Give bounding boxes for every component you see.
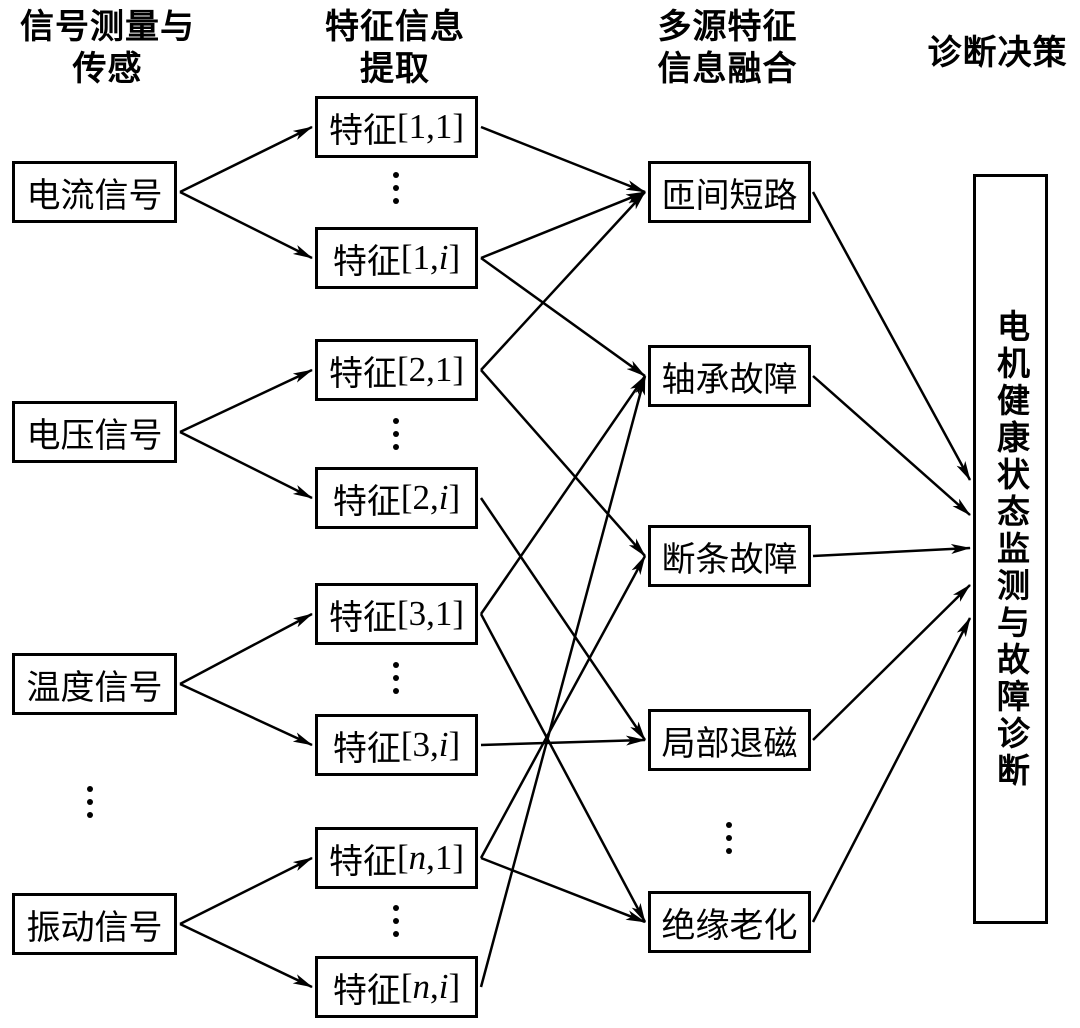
- arrow-signal-3-feature-7: [179, 922, 313, 989]
- fault-interturn-short: 匝间短路: [648, 161, 811, 223]
- feature-box-1-1: 特征[1,1]: [315, 96, 478, 158]
- arrow-feature-4-fault-4: [479, 613, 647, 923]
- decision-box: 电机健康状态监测与故障诊断: [973, 174, 1048, 924]
- header-signals: 信号测量与 传感: [20, 7, 195, 89]
- feature-ellipsis-3: [386, 662, 406, 694]
- fault-broken-bar: 断条故障: [648, 525, 811, 587]
- arrow-fault-1-decision: [812, 375, 971, 516]
- arrow-signal-1-feature-3: [179, 430, 313, 500]
- arrow-fault-4-decision: [811, 617, 972, 923]
- arrow-feature-1-fault-1: [480, 256, 646, 378]
- arrow-feature-4-fault-1: [479, 375, 647, 615]
- fault-bearing: 轴承故障: [648, 345, 811, 407]
- arrow-fault-2-decision: [812, 543, 971, 558]
- arrow-feature-6-fault-4: [480, 856, 646, 924]
- feature-prefix: 特征: [328, 353, 397, 394]
- signal-current: 电流信号: [12, 161, 177, 223]
- arrow-signal-1-feature-2: [179, 368, 313, 434]
- signal-temperature: 温度信号: [12, 653, 177, 715]
- feature-box-n-1: 特征[n,1]: [315, 827, 478, 889]
- fault-demagnetization: 局部退磁: [648, 709, 811, 771]
- feature-prefix: 特征: [328, 597, 397, 638]
- feature-box-1-i: 特征[1,i]: [315, 227, 478, 289]
- signal-ellipsis: [80, 786, 100, 818]
- header-decision: 诊断决策: [927, 33, 1068, 73]
- arrow-feature-6-fault-2: [479, 555, 647, 859]
- signal-vibration: 振动信号: [12, 893, 177, 955]
- arrow-signal-0-feature-1: [179, 190, 313, 260]
- feature-ellipsis-1: [386, 172, 406, 204]
- arrow-feature-7-fault-1: [479, 375, 647, 988]
- arrow-fault-0-decision: [811, 191, 972, 481]
- arrow-fault-3-decision: [812, 584, 971, 741]
- feature-box-n-i: 特征[n,i]: [315, 956, 478, 1018]
- arrow-feature-5-fault-3: [480, 735, 646, 747]
- signal-voltage: 电压信号: [12, 401, 177, 463]
- feature-ellipsis-n: [386, 905, 406, 937]
- fault-insulation-aging: 绝缘老化: [648, 891, 811, 953]
- arrow-signal-0-feature-0: [179, 125, 313, 194]
- arrow-feature-2-fault-2: [480, 369, 646, 557]
- feature-box-2-1: 特征[2,1]: [315, 339, 478, 401]
- feature-box-3-1: 特征[3,1]: [315, 583, 478, 645]
- feature-box-3-i: 特征[3,i]: [315, 714, 478, 776]
- arrow-signal-2-feature-5: [179, 682, 313, 747]
- arrow-signal-3-feature-6: [179, 856, 313, 926]
- header-features: 特征信息 提取: [325, 7, 465, 89]
- header-fusion: 多源特征 信息融合: [657, 7, 798, 89]
- feature-prefix: 特征: [332, 728, 401, 769]
- arrow-feature-2-fault-0: [480, 191, 646, 371]
- feature-prefix: 特征: [332, 481, 401, 522]
- decision-label: 电机健康状态监测与故障诊断: [991, 308, 1031, 790]
- arrow-feature-1-fault-0: [480, 190, 646, 260]
- feature-prefix: 特征: [328, 110, 397, 151]
- feature-prefix: 特征: [332, 970, 401, 1011]
- feature-box-2-i: 特征[2,i]: [315, 467, 478, 529]
- arrow-signal-2-feature-4: [179, 612, 313, 686]
- feature-prefix: 特征: [328, 841, 397, 882]
- fault-ellipsis: [719, 822, 739, 854]
- arrow-feature-0-fault-0: [480, 125, 646, 194]
- arrow-feature-3-fault-3: [479, 497, 647, 741]
- feature-prefix: 特征: [332, 241, 401, 282]
- feature-ellipsis-2: [386, 418, 406, 450]
